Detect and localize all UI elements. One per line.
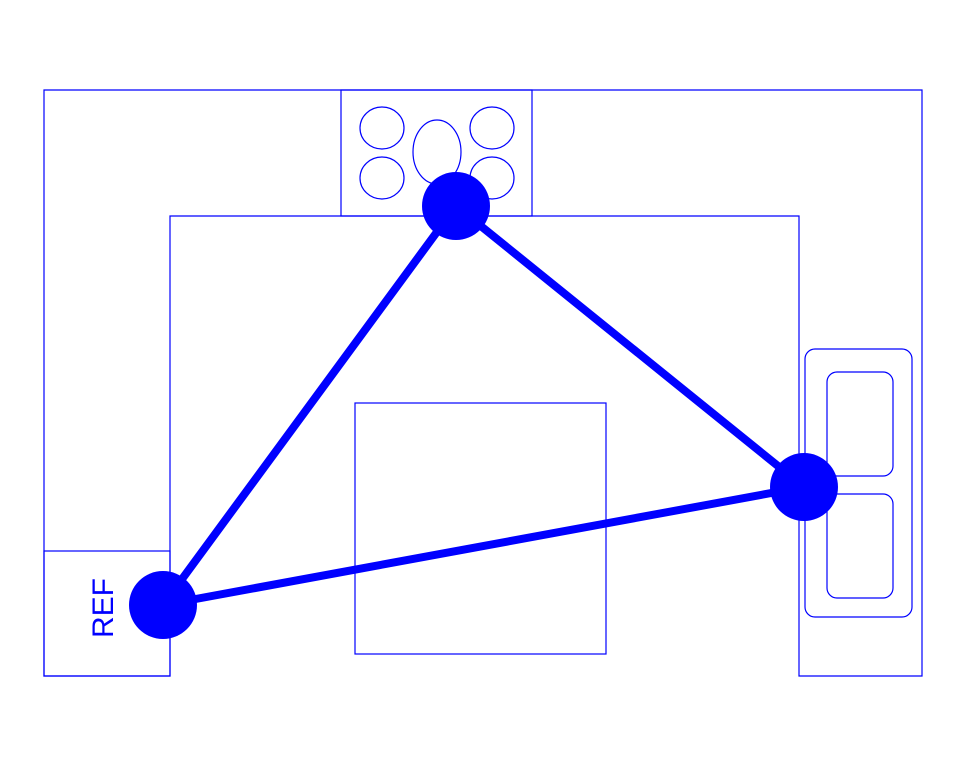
refrigerator-label: REF xyxy=(87,578,120,638)
sink-basin-bottom xyxy=(826,493,894,599)
burner-bottom-left xyxy=(359,156,405,200)
triangle-vertex-stove xyxy=(422,172,490,240)
kitchen-island xyxy=(354,402,607,655)
burner-top-left xyxy=(359,106,405,150)
triangle-edge-sink-ref xyxy=(159,483,808,609)
triangle-vertex-sink xyxy=(770,453,838,521)
triangle-edge-stove-sink xyxy=(452,202,808,491)
burner-top-right xyxy=(469,106,515,150)
triangle-edge-ref-stove xyxy=(159,202,460,609)
triangle-vertex-refrigerator xyxy=(129,571,197,639)
sink-basin-top xyxy=(826,371,894,477)
